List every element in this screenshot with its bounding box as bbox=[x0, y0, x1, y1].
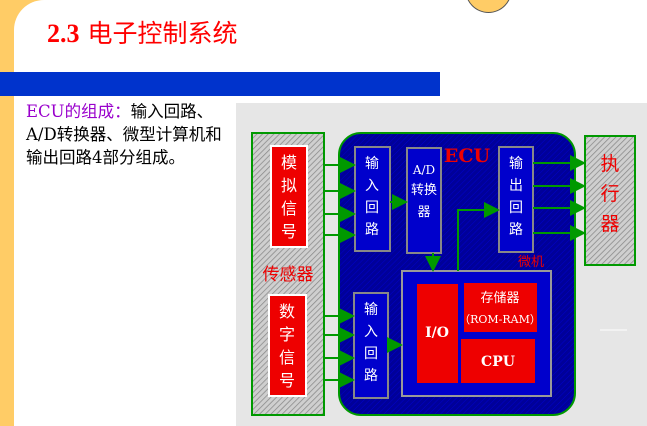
description-text: 输入回路、A/D转换器、微型计算机和输出回路4部分组成。 bbox=[26, 102, 222, 167]
sensor-label: 传感器 bbox=[263, 265, 314, 285]
input1-label: 输入回路 bbox=[365, 156, 379, 238]
signal-arrows bbox=[324, 155, 586, 388]
analog-label: 模拟信号 bbox=[281, 153, 297, 241]
decor-circle bbox=[465, 0, 512, 13]
description: ECU的组成：输入回路、A/D转换器、微型计算机和输出回路4部分组成。 bbox=[26, 100, 226, 169]
memory-label: 存储器 bbox=[480, 291, 519, 306]
input2-label: 输入回路 bbox=[364, 302, 378, 384]
ecu-label: ECU bbox=[444, 145, 491, 167]
input-circuit-2 bbox=[353, 292, 389, 399]
title-number: 2.3 bbox=[47, 19, 80, 48]
io-box bbox=[417, 284, 458, 383]
adc-label-1: A/D bbox=[412, 163, 435, 177]
actuator-box bbox=[584, 135, 636, 266]
ecu-diagram: 模拟信号 传感器 数字信号 ECU 输入回路 A/D 转换 器 输出回路 微机 … bbox=[236, 103, 647, 426]
decor-corner bbox=[14, 0, 44, 30]
output-label: 输出回路 bbox=[509, 156, 523, 238]
title-bar bbox=[0, 72, 440, 96]
memory-box bbox=[464, 283, 537, 332]
slide-title: 2.3 电子控制系统 bbox=[47, 14, 237, 50]
output-circuit bbox=[498, 146, 534, 253]
cpu-box bbox=[461, 339, 535, 383]
cpu-label: CPU bbox=[481, 354, 515, 370]
memory-sub-label: （ROM-RAM） bbox=[459, 313, 541, 326]
description-key: ECU的组成： bbox=[26, 102, 131, 121]
digital-signal-box bbox=[268, 294, 307, 397]
adc-label-2: 转换 bbox=[411, 183, 437, 198]
actuator-label: 执行器 bbox=[600, 153, 619, 235]
title-text: 电子控制系统 bbox=[87, 19, 238, 48]
adc-box bbox=[406, 147, 442, 254]
decor-strip bbox=[0, 0, 14, 426]
io-label: I/O bbox=[425, 325, 449, 341]
micro-label: 微机 bbox=[518, 255, 544, 270]
analog-signal-box bbox=[270, 145, 308, 248]
adc-label-3: 器 bbox=[417, 205, 430, 220]
input-circuit-1 bbox=[354, 146, 391, 252]
digital-label: 数字信号 bbox=[279, 302, 295, 390]
